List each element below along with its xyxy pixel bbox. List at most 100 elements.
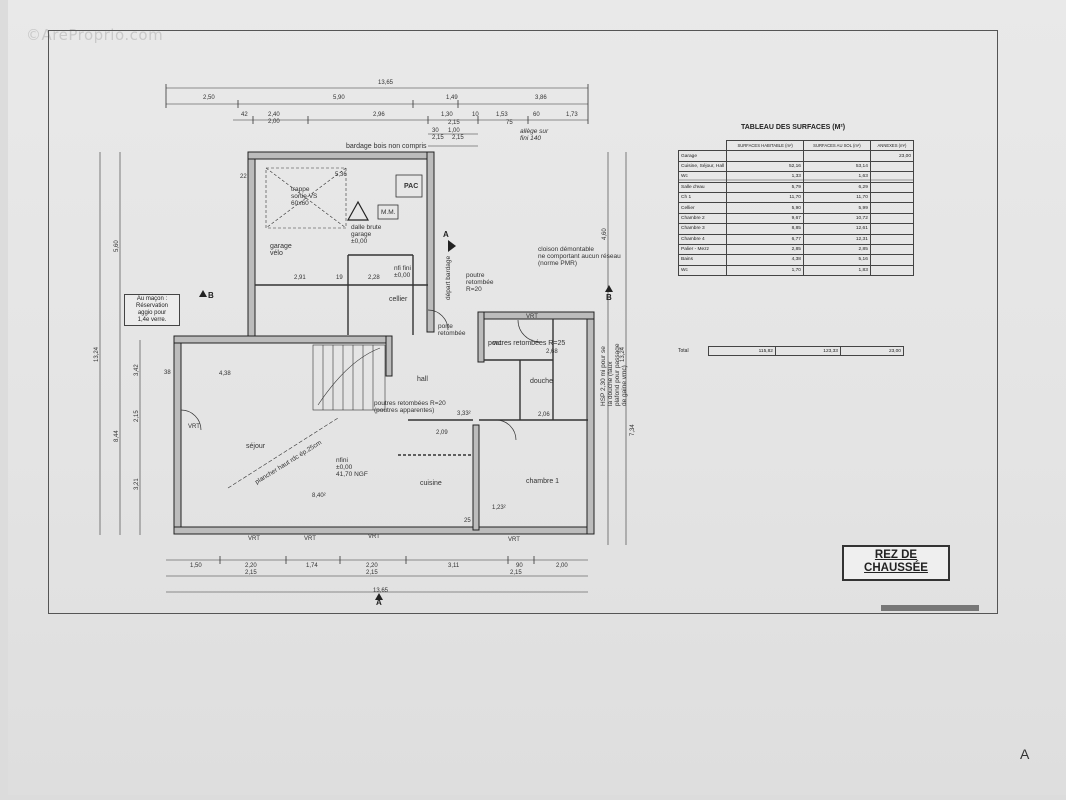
dim-top-18: 2,15 bbox=[432, 135, 444, 141]
table-cell bbox=[726, 150, 804, 162]
dim-left-3: 2,15 bbox=[134, 410, 140, 422]
table-cell bbox=[869, 202, 915, 214]
table-cell: 52,16 bbox=[726, 160, 804, 173]
table-cell bbox=[802, 150, 871, 162]
room-nfini2: nfi fini±0,00 bbox=[394, 265, 411, 279]
room-mm: M.M. bbox=[381, 209, 396, 216]
section-b-left: B bbox=[208, 291, 214, 300]
dim-area-2: 3,33² bbox=[457, 411, 471, 417]
dim-bottom-4: 2,20 bbox=[366, 563, 378, 569]
table-row-label: Bains bbox=[677, 254, 728, 266]
window-vrt-2: VRT bbox=[248, 536, 260, 542]
wall-bedroom-left bbox=[472, 424, 480, 531]
dim-top-1: 2,50 bbox=[203, 95, 215, 101]
table-cell: 1,63 bbox=[802, 171, 871, 183]
wall-main-left bbox=[173, 335, 182, 535]
dim-total-top: 13,65 bbox=[378, 80, 394, 86]
table-cell bbox=[869, 223, 915, 235]
table-row-label: Wc bbox=[677, 171, 728, 183]
dim-top-16: 30 bbox=[432, 128, 439, 134]
table-cell: 5,79 bbox=[726, 181, 804, 193]
table-cell: 53,14 bbox=[802, 160, 871, 173]
table-cell bbox=[869, 212, 915, 225]
window-vrt-1: VRT bbox=[188, 424, 200, 430]
table-cell: 1,70 bbox=[726, 264, 804, 277]
dim-bottom-10: 2,15 bbox=[510, 570, 522, 576]
table-row-label: Chambre 3 bbox=[677, 223, 728, 235]
table-cell bbox=[869, 243, 915, 256]
window-vrt-3: VRT bbox=[304, 536, 316, 542]
total-label: Total bbox=[678, 348, 689, 355]
wall-garage-left bbox=[247, 151, 256, 338]
dim-inner-10: 22 bbox=[240, 174, 247, 180]
room-chambre1: chambre 1 bbox=[526, 478, 560, 485]
table-cell: 4,38 bbox=[726, 254, 804, 266]
table-cell: 5,99 bbox=[802, 202, 871, 214]
dim-right-total: 13,24 bbox=[620, 346, 626, 362]
paper-sheet: ©AreProprio.com bbox=[8, 0, 1066, 795]
window-vrt-5: VRT bbox=[508, 537, 520, 543]
wall-main-right bbox=[586, 311, 595, 535]
surfaces-table: SURFACES HABITABLE (m²) SURFACES AU SOL … bbox=[677, 139, 915, 277]
dim-top-7: 2,00 bbox=[268, 119, 280, 125]
table-row-label: Chambre 2 bbox=[677, 212, 728, 225]
dim-top-17: 1,00 bbox=[448, 128, 460, 134]
dim-top-2: 5,90 bbox=[333, 95, 345, 101]
room-cellier: cellier bbox=[389, 296, 408, 303]
table-cell: 1,83 bbox=[802, 264, 871, 277]
table-header: SURFACES HABITABLE (m²) bbox=[726, 139, 804, 152]
dim-bottom-3: 1,74 bbox=[306, 563, 318, 569]
dim-bottom-7: 2,00 bbox=[556, 563, 568, 569]
dim-top-12: 60 bbox=[533, 112, 540, 118]
note-poutres-25: poutres retombées R=25 bbox=[488, 340, 566, 347]
table-cell bbox=[869, 171, 915, 183]
door-arc-wc bbox=[517, 319, 541, 343]
dim-inner-4: 2,28 bbox=[368, 275, 380, 281]
dim-left-5: 8,44 bbox=[114, 430, 120, 442]
dim-top-10: 10 bbox=[472, 112, 479, 118]
dim-top-8: 2,96 bbox=[373, 112, 385, 118]
section-arrow-a-bottom bbox=[375, 593, 383, 600]
note-bardage: bardage bois non compris bbox=[346, 143, 427, 150]
table-row-label: Cuisine, Séjour, Hall bbox=[677, 160, 728, 173]
wall-wc-left bbox=[477, 311, 485, 363]
drawing-frame bbox=[48, 30, 998, 614]
dim-area-1: 8,40² bbox=[312, 493, 326, 499]
table-row-label: Garage bbox=[677, 150, 728, 162]
table-row-label: Ch 1 bbox=[677, 191, 728, 204]
dim-left-total: 13,24 bbox=[94, 346, 100, 362]
dim-inner-8: 2,68 bbox=[546, 349, 558, 355]
table-cell bbox=[869, 264, 915, 277]
dim-inner-2: 2,91 bbox=[294, 275, 306, 281]
table-cell: 8,85 bbox=[726, 223, 804, 235]
section-arrow-b-right bbox=[605, 285, 613, 292]
room-sejour: séjour bbox=[246, 443, 266, 450]
dim-bottom-5: 3,11 bbox=[448, 563, 460, 569]
wall-garage-top bbox=[247, 151, 435, 160]
dim-top-15: 75 bbox=[506, 120, 513, 126]
table-cell: 12,31 bbox=[802, 233, 871, 245]
table-cell: 11,70 bbox=[802, 191, 871, 204]
dim-inner-6: 2,09 bbox=[436, 430, 448, 436]
room-wc: wc bbox=[493, 340, 502, 347]
dim-total-bottom: 13,65 bbox=[373, 588, 389, 594]
table-cell: 23,00 bbox=[869, 150, 915, 162]
table-row-label: Salle d'eau bbox=[677, 181, 728, 193]
wall-main-top-left bbox=[173, 335, 391, 344]
dim-bottom-6: 90 bbox=[516, 563, 523, 569]
dim-inner-1: 5,36 bbox=[335, 172, 347, 178]
title-underline-bar bbox=[881, 605, 979, 611]
dim-inner-11: 25 bbox=[464, 518, 471, 524]
dim-right-1: 4,60 bbox=[602, 228, 608, 240]
dim-inner-9: 38 bbox=[164, 370, 171, 376]
